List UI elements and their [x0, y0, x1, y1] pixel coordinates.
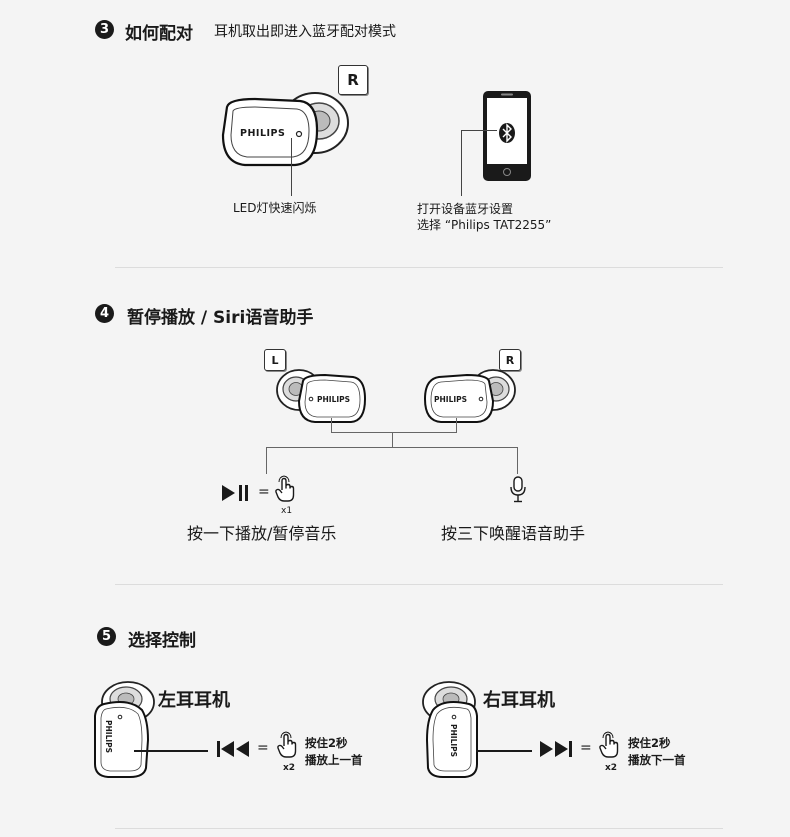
earbud-brand: PHILIPS [240, 128, 286, 139]
section-divider [115, 828, 723, 829]
section-divider [115, 267, 723, 268]
connector-left-drop [331, 418, 332, 432]
led-leader-line [291, 138, 292, 196]
left-earbud-label: 左耳耳机 [158, 690, 230, 711]
phone-leader-v [461, 130, 462, 196]
equals-sign: = [257, 740, 269, 756]
right-action-line2: 播放下一首 [628, 753, 686, 767]
right-earbud-brand: PHILIPS [434, 395, 468, 404]
section-3-number: 3 [95, 20, 114, 39]
right-earbud-brand-vertical: PHILIPS [449, 724, 458, 758]
right-earbud-label: 右耳耳机 [483, 690, 555, 711]
section-5-number: 5 [97, 627, 116, 646]
earbud-icon [423, 369, 516, 423]
connector-center-drop [392, 432, 393, 447]
left-leader-line [134, 750, 208, 752]
section-4-number: 4 [95, 304, 114, 323]
section-3-subtitle: 耳机取出即进入蓝牙配对模式 [214, 24, 396, 40]
equals-sign: = [580, 740, 592, 756]
earbud-icon [276, 369, 367, 423]
phone-caption-line2: 选择 “Philips TAT2255” [417, 218, 552, 232]
press-count-x2: x2 [283, 763, 296, 773]
connector-right-leg [517, 447, 518, 474]
right-action-line1: 按住2秒 [628, 736, 671, 750]
phone-caption-line1: 打开设备蓝牙设置 [417, 202, 514, 216]
section-divider [115, 584, 723, 585]
play-pause-icon [222, 485, 248, 501]
previous-track-icon [217, 741, 249, 757]
right-leader-line [476, 750, 532, 752]
connector-bottom-bar [266, 447, 518, 448]
led-caption: LED灯快速闪烁 [233, 201, 317, 215]
earbud-icon [94, 681, 155, 778]
earbud-icon [422, 681, 478, 778]
left-earbud-brand: PHILIPS [317, 395, 351, 404]
section-5-title: 选择控制 [128, 631, 196, 651]
press-count-x2: x2 [605, 763, 618, 773]
bluetooth-icon [499, 123, 515, 143]
right-key-badge: R [338, 65, 368, 95]
left-action-line1: 按住2秒 [305, 736, 348, 750]
left-key-badge: L [264, 349, 286, 371]
connector-top-bar [331, 432, 457, 433]
voice-assistant-caption: 按三下唤醒语音助手 [441, 524, 586, 543]
section-3-title: 如何配对 [125, 24, 193, 44]
left-action-line2: 播放上一首 [305, 753, 363, 767]
microphone-icon [510, 476, 526, 503]
connector-right-drop [456, 418, 457, 432]
tap-hand-icon [275, 475, 295, 502]
earbud-icon [221, 92, 349, 167]
section-4-title: 暂停播放 / Siri语音助手 [127, 308, 314, 328]
tap-hand-icon [599, 731, 619, 758]
right-key-badge: R [499, 349, 521, 371]
play-pause-caption: 按一下播放/暂停音乐 [187, 524, 337, 543]
left-earbud-brand-vertical: PHILIPS [104, 720, 113, 754]
press-count-x1: x1 [281, 506, 293, 516]
next-track-icon [540, 741, 572, 757]
connector-left-leg [266, 447, 267, 474]
equals-sign: = [258, 484, 270, 500]
phone-leader-h [461, 130, 497, 131]
tap-hand-icon [277, 731, 297, 758]
